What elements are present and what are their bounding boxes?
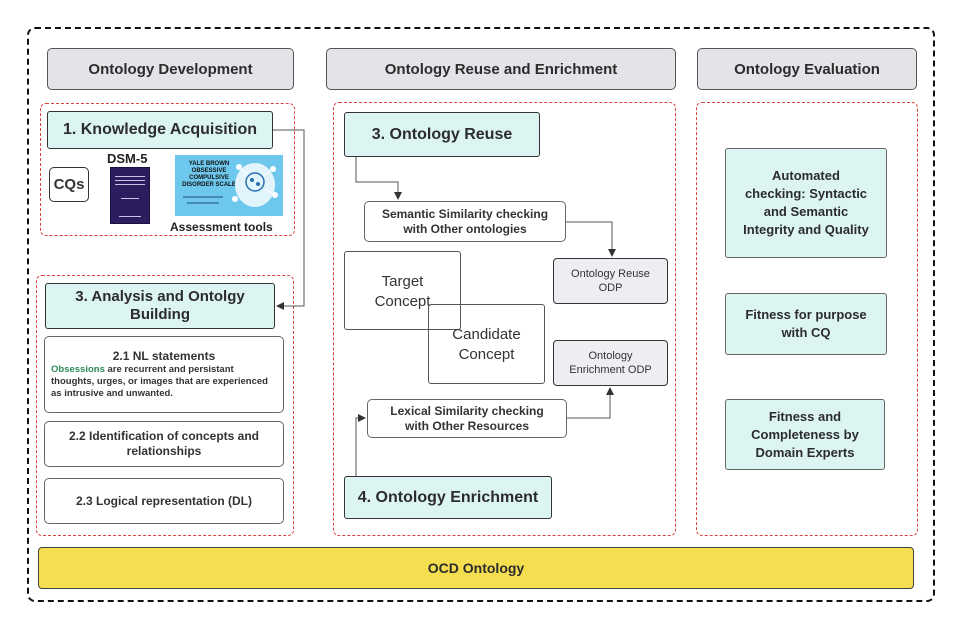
analysis-region — [36, 275, 294, 536]
automated-checking-label-3: and Semantic — [763, 204, 849, 219]
evaluation-region — [696, 102, 918, 536]
nl-statement-body: are recurrent and persistant thoughts, u… — [51, 364, 268, 399]
nl-statements-text: Obsessions are recurrent and persistant … — [51, 364, 277, 400]
ontology-reuse-label: 3. Ontology Reuse — [371, 125, 513, 143]
fitness-purpose-label-2: with CQ — [781, 325, 831, 340]
cqs-badge: CQs — [49, 167, 89, 202]
obsessions-keyword: Obsessions — [51, 364, 105, 375]
dsm5-book-icon — [110, 167, 150, 224]
semantic-similarity-box: Semantic Similarity checking with Other … — [364, 201, 566, 242]
dsm5-label: DSM-5 — [107, 151, 148, 166]
completeness-box: Fitness and Completeness by Domain Exper… — [725, 399, 885, 470]
header-ontology-reuse-enrichment: Ontology Reuse and Enrichment — [326, 48, 676, 90]
logical-representation-label: 2.3 Logical representation (DL) — [75, 493, 253, 508]
target-concept-label-2: Concept — [374, 293, 431, 310]
target-concept-label-1: Target — [381, 273, 424, 290]
fitness-purpose-box: Fitness for purpose with CQ — [725, 293, 887, 355]
outer-frame — [27, 27, 935, 602]
fitness-purpose-label-1: Fitness for purpose — [745, 307, 867, 322]
reuse-odp-label-2: ODP — [598, 282, 623, 294]
reuse-odp-label-1: Ontology Reuse — [571, 268, 650, 280]
identification-label-1: 2.2 Identification of concepts and — [68, 429, 260, 443]
automated-checking-label-2: checking: Syntactic — [744, 186, 868, 201]
ontology-enrichment-odp-box: Ontology Enrichment ODP — [553, 340, 668, 386]
ontology-reuse-odp-box: Ontology Reuse ODP — [553, 258, 668, 304]
semantic-similarity-label-2: with Other ontologies — [403, 221, 527, 236]
analysis-building-label-2: Building — [130, 306, 190, 323]
identification-box: 2.2 Identification of concepts and relat… — [44, 421, 284, 467]
automated-checking-label-1: Automated — [772, 168, 840, 183]
completeness-label-3: Domain Experts — [755, 444, 855, 460]
header-ontology-development-label: Ontology Development — [88, 60, 253, 78]
enrichment-odp-label-2: Enrichment ODP — [569, 364, 652, 376]
cqs-label: CQs — [53, 176, 85, 193]
semantic-similarity-label-1: Semantic Similarity checking — [381, 206, 549, 221]
ontology-reuse-box: 3. Ontology Reuse — [344, 112, 540, 157]
analysis-building-box: 3. Analysis and Ontolgy Building — [45, 283, 275, 329]
assessment-tools-image: YALE BROWN OBSESSIVE COMPULSIVE DISORDER… — [175, 155, 283, 216]
knowledge-acquisition-label: 1. Knowledge Acquisition — [62, 121, 258, 138]
reuse-enrichment-region — [333, 102, 676, 536]
candidate-concept-box: Candidate Concept — [428, 304, 545, 384]
analysis-building-label-1: 3. Analysis and Ontolgy — [75, 288, 245, 305]
lexical-similarity-box: Lexical Similarity checking with Other R… — [367, 399, 567, 438]
brain-head-icon — [183, 163, 278, 207]
ontology-enrichment-label: 4. Ontology Enrichment — [357, 488, 539, 506]
ocd-ontology-label: OCD Ontology — [427, 560, 525, 576]
lexical-similarity-label-2: with Other Resources — [404, 418, 530, 433]
automated-checking-box: Automated checking: Syntactic and Semant… — [725, 148, 887, 258]
completeness-label-2: Completeness by — [751, 426, 859, 442]
target-concept-box: Target Concept — [344, 251, 461, 330]
identification-label-2: relationships — [126, 444, 202, 458]
ocd-ontology-bar: OCD Ontology — [38, 547, 914, 589]
completeness-label-1: Fitness and — [768, 408, 842, 424]
assessment-image-title: YALE BROWN OBSESSIVE COMPULSIVE DISORDER… — [182, 161, 236, 188]
automated-checking-label-4: Integrity and Quality — [743, 222, 869, 237]
candidate-concept-label-1: Candidate — [452, 326, 521, 343]
lexical-similarity-label-1: Lexical Similarity checking — [390, 403, 544, 418]
header-ontology-development: Ontology Development — [47, 48, 294, 90]
candidate-concept-label-2: Concept — [458, 346, 515, 363]
ontology-enrichment-box: 4. Ontology Enrichment — [344, 476, 552, 519]
enrichment-odp-label-1: Ontology — [588, 350, 633, 362]
nl-statements-box: 2.1 NL statements Obsessions are recurre… — [44, 336, 284, 413]
knowledge-acquisition-box: 1. Knowledge Acquisition — [47, 111, 273, 149]
nl-statements-title: 2.1 NL statements — [112, 349, 216, 363]
logical-representation-box: 2.3 Logical representation (DL) — [44, 478, 284, 524]
header-ontology-evaluation: Ontology Evaluation — [697, 48, 917, 90]
assessment-tools-label: Assessment tools — [170, 220, 273, 234]
header-reuse-enrichment-label: Ontology Reuse and Enrichment — [384, 60, 618, 78]
header-evaluation-label: Ontology Evaluation — [734, 60, 880, 78]
